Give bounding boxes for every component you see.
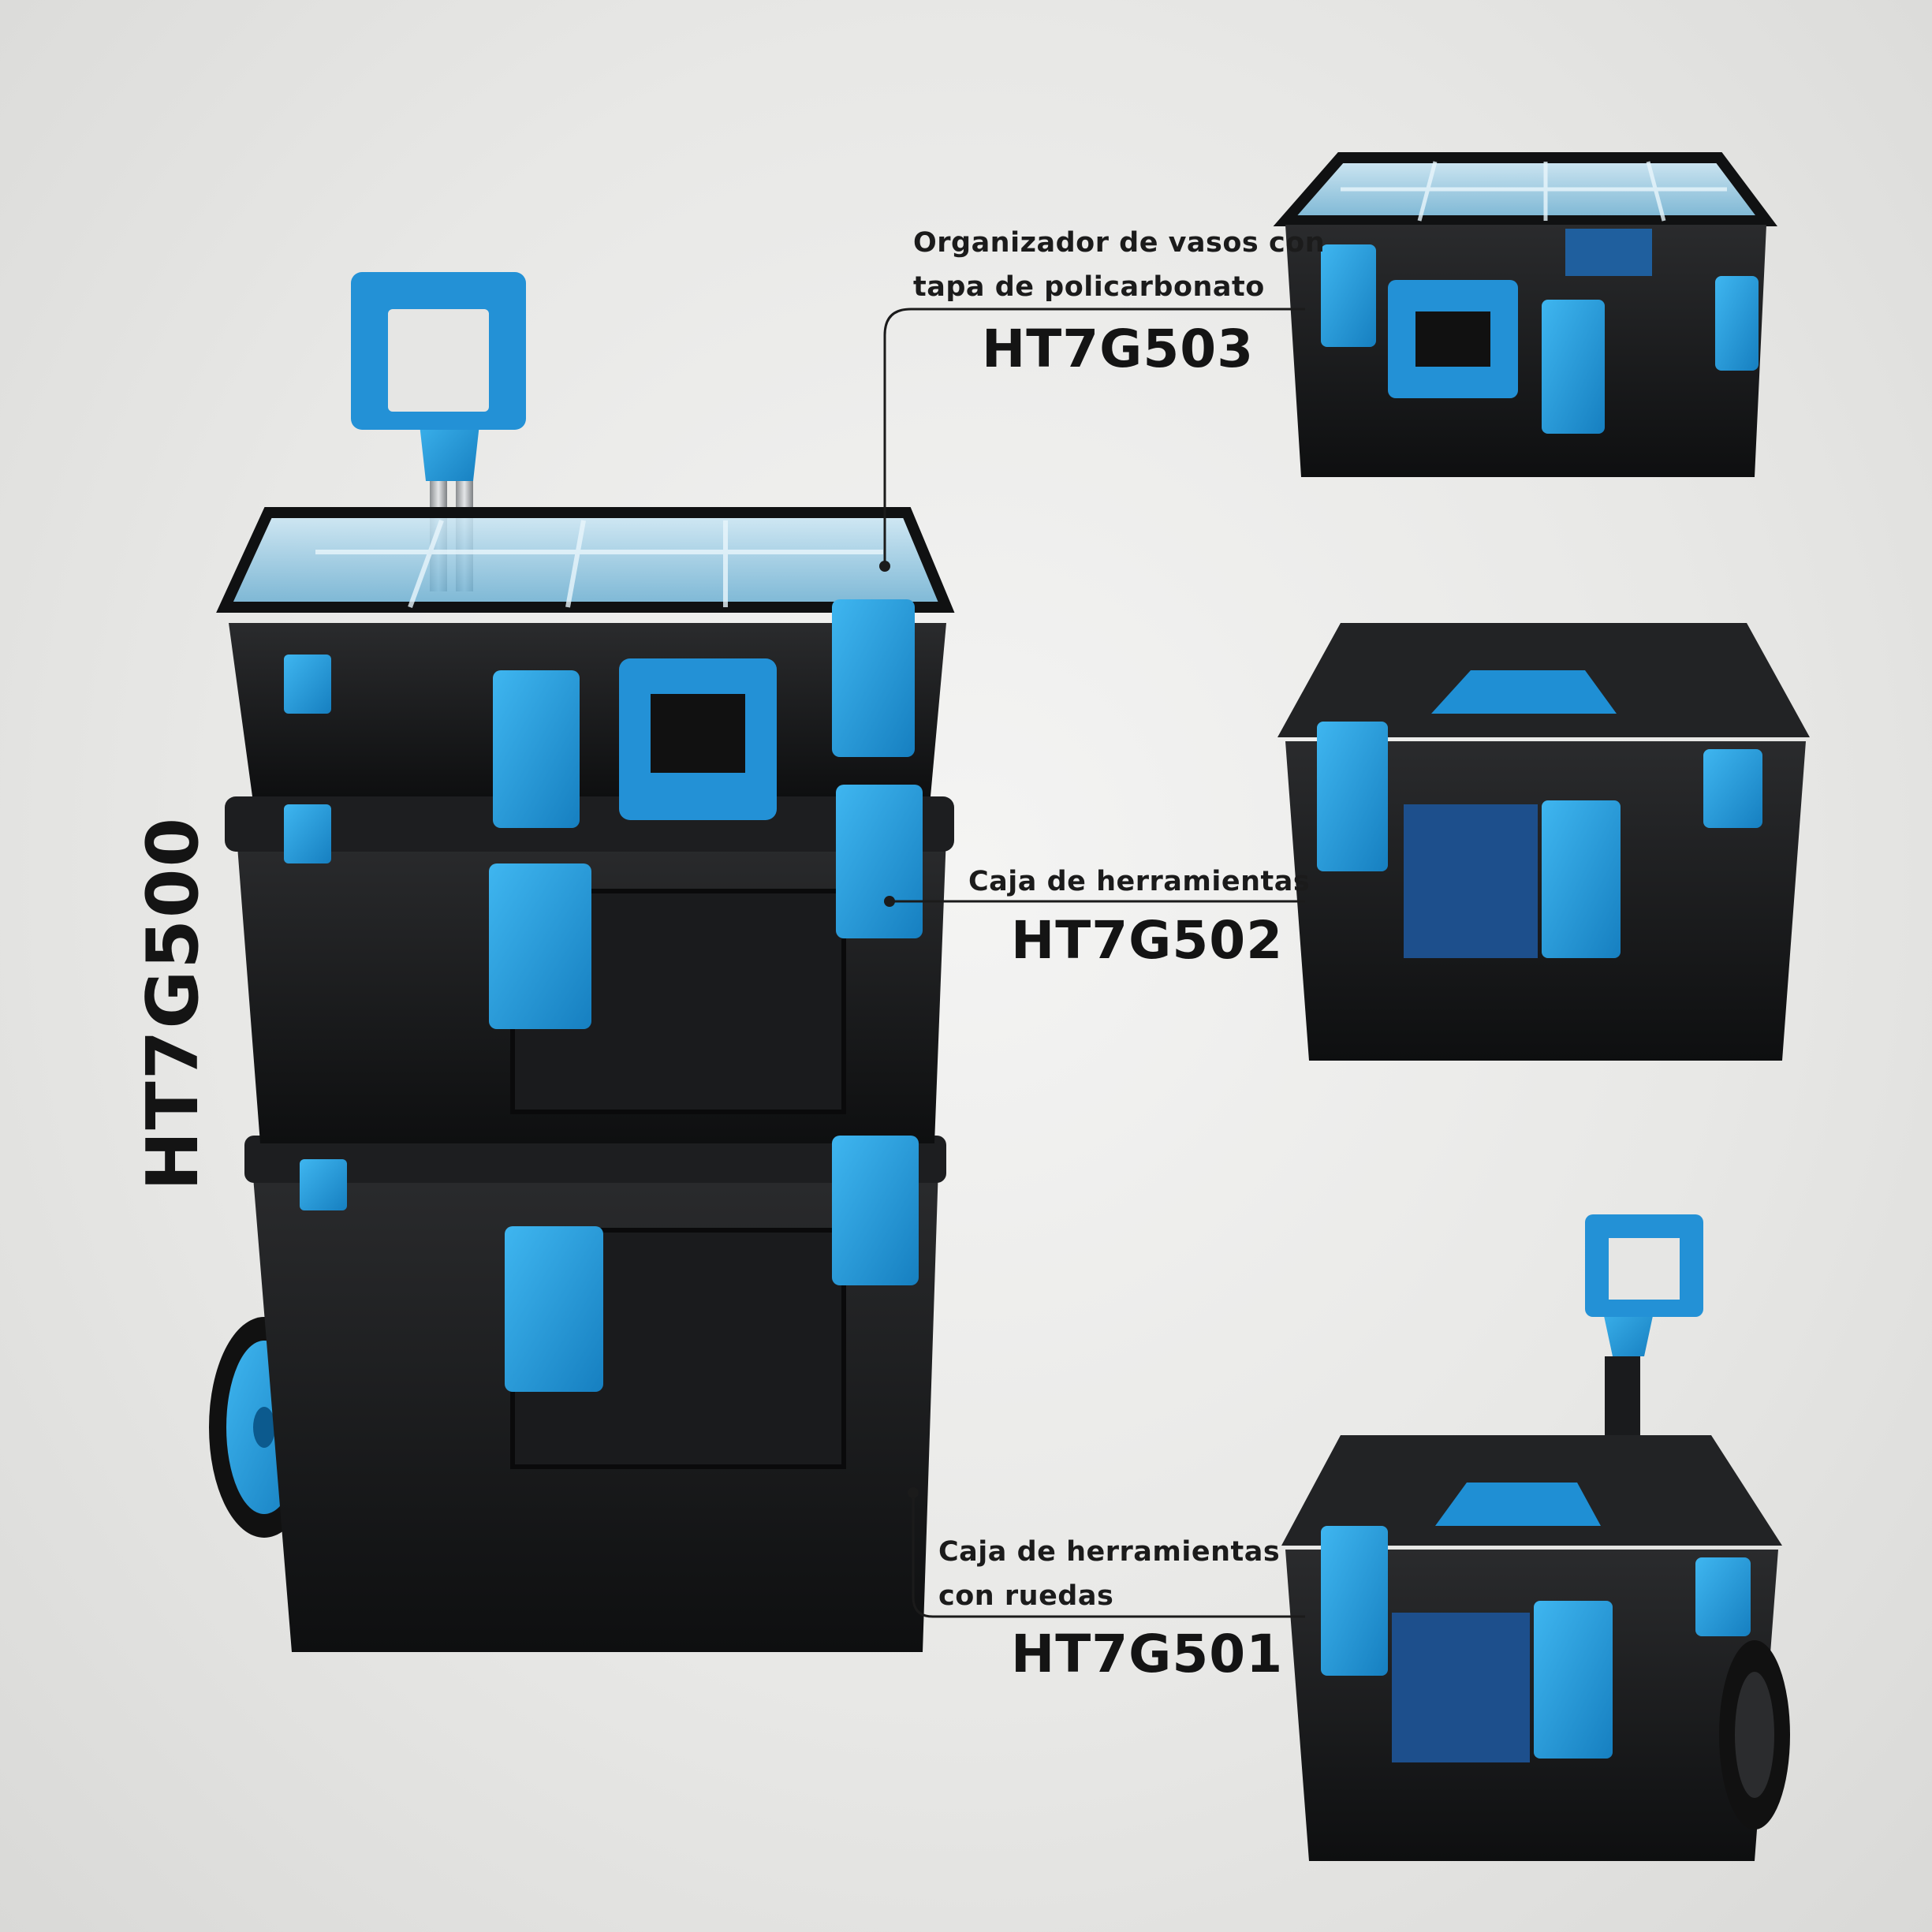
toolbox-image [1277, 623, 1810, 1061]
organizer-code: HT7G503 [982, 319, 1255, 379]
toolbox-caption: Caja de herramientas [968, 860, 1310, 904]
wheeled-toolbox-caption: Caja de herramientas con ruedas [938, 1530, 1280, 1618]
toolbox-caption-line-1: Caja de herramientas [968, 866, 1311, 897]
organizer-caption: Organizador de vasos con tapa de policar… [913, 221, 1325, 309]
wheeled-toolbox-image [1281, 1214, 1790, 1861]
toolbox-code: HT7G502 [1011, 910, 1284, 971]
wheeled-toolbox-caption-line-2: con ruedas [938, 1580, 1114, 1612]
callout-lines [883, 308, 1305, 1618]
telescopic-handle-icon [351, 272, 526, 591]
wheeled-toolbox-code: HT7G501 [1011, 1624, 1284, 1684]
organizer-caption-line-2: tapa de policarbonato [913, 271, 1265, 303]
organizer-caption-line-1: Organizador de vasos con [913, 227, 1326, 259]
toolbox-stack-image [209, 272, 955, 1652]
latch-icon [284, 599, 923, 1392]
main-product-code: HT7G500 [132, 815, 214, 1191]
wheeled-toolbox-caption-line-1: Caja de herramientas [938, 1536, 1281, 1568]
organizer-image [1273, 152, 1777, 477]
